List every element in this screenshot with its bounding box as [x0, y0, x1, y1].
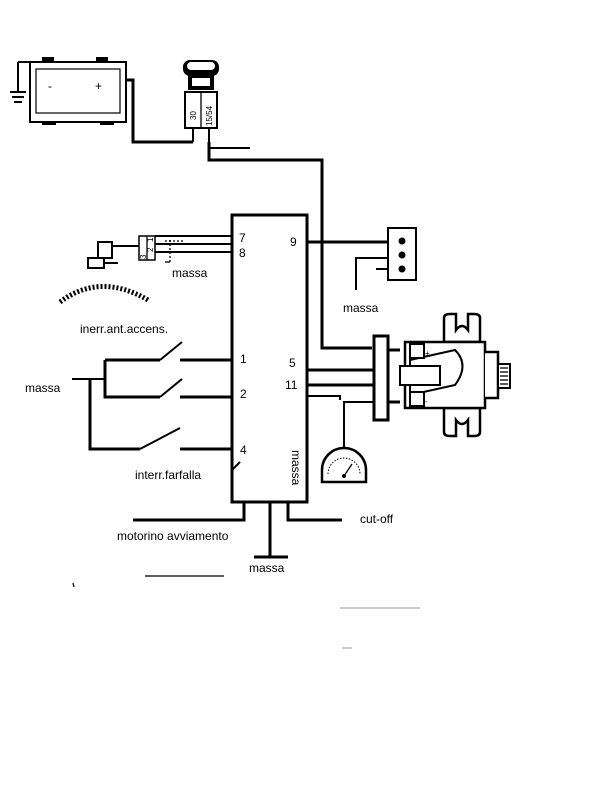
battery-plus-label: +	[95, 79, 102, 93]
inerr-ant-accens-label: inerr.ant.accens.	[80, 322, 168, 336]
sensor-massa-label: massa	[172, 266, 208, 280]
coil-plus-label: +	[425, 349, 430, 358]
ecu-box: 7 8 9 1 2 4 5 11 massa	[230, 213, 309, 504]
ecu-massa-label: massa	[289, 450, 303, 486]
bottom-massa-label: massa	[249, 561, 285, 575]
pickup-sensor: 3 2 1 massa	[87, 235, 232, 280]
ecu-pin-8: 8	[239, 246, 246, 260]
ecu-pin-7: 7	[239, 231, 246, 245]
sensor-pin-3: 3	[139, 254, 148, 259]
throttle-switch: interr.farfalla	[88, 379, 241, 482]
ecu-pin-2: 2	[240, 387, 247, 401]
three-pin-connector: massa	[307, 227, 417, 315]
ecu-pin-11: 11	[285, 378, 298, 392]
bottom-connections: motorino avviamento massa cut-off	[72, 502, 420, 649]
battery-minus-label: -	[48, 79, 52, 93]
coil-minus-label: -	[425, 397, 428, 406]
ignition-advance-switches: inerr.ant.accens. massa	[25, 322, 232, 399]
connector-massa-label: massa	[343, 301, 379, 315]
sensor-pin-1: 1	[146, 237, 155, 242]
ecu-pin-5: 5	[289, 356, 296, 370]
ecu-pin-9: 9	[290, 235, 297, 249]
ignition-terminal-30: 30	[189, 111, 198, 120]
distributor-connector	[307, 334, 400, 450]
interr-farfalla-label: interr.farfalla	[135, 468, 201, 482]
left-massa-label: massa	[25, 381, 61, 395]
ignition-terminal-15-54: 15/54	[205, 105, 214, 126]
ecu-pin-4: 4	[240, 443, 247, 457]
battery: - +	[10, 57, 127, 125]
ecu-pin-1: 1	[240, 352, 247, 366]
ignition-coil: + -	[399, 312, 511, 438]
toothed-wheel	[58, 284, 150, 305]
tachometer	[320, 446, 368, 484]
ignition-switch: 30 15/54	[183, 60, 219, 142]
cut-off-label: cut-off	[360, 512, 394, 526]
sensor-pin-2: 2	[146, 247, 155, 252]
motorino-avviamento-label: motorino avviamento	[117, 529, 229, 543]
